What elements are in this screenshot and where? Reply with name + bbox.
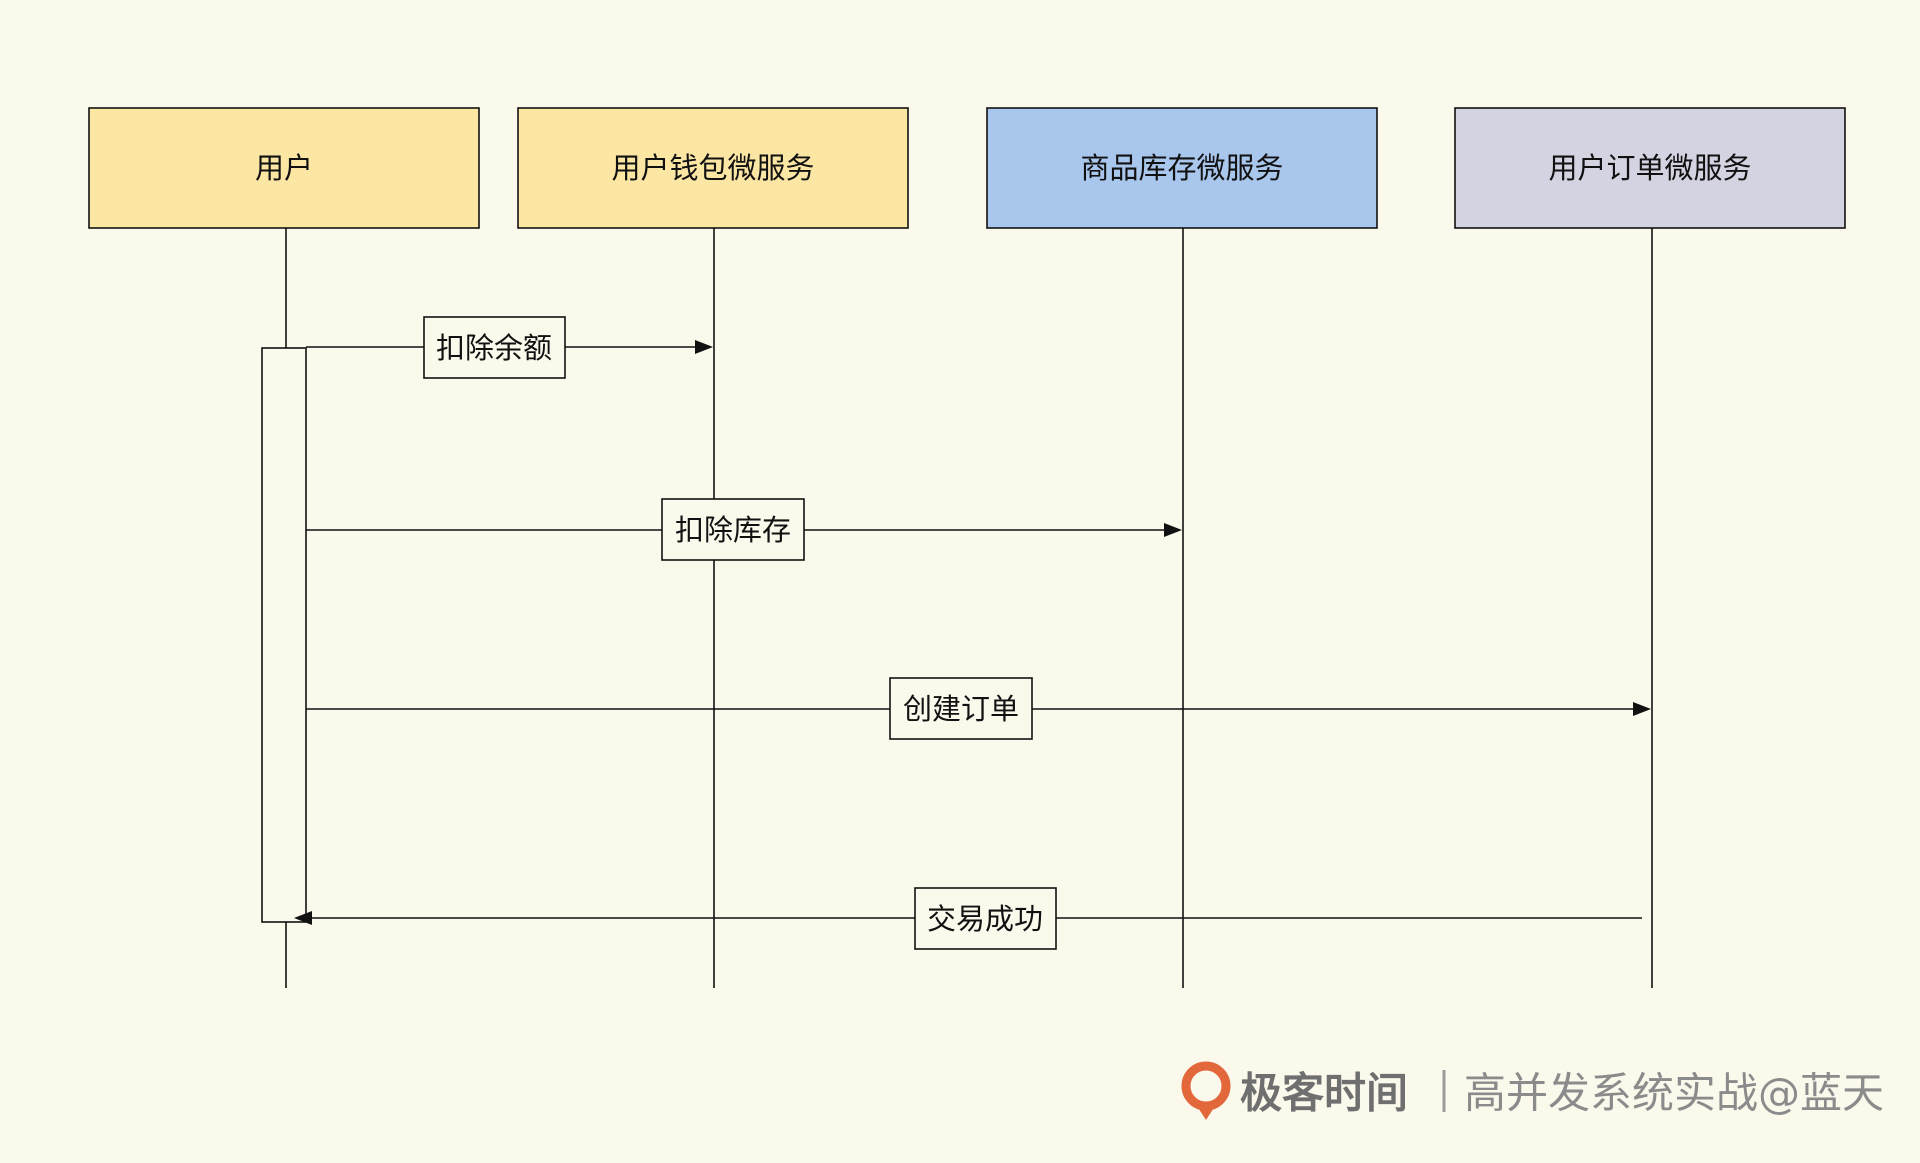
message-deduct-balance-label-box <box>423 316 566 379</box>
message-deduct-inventory-arrowhead <box>1164 523 1182 537</box>
message-transaction-success-arrowhead <box>294 911 312 925</box>
message-create-order-arrowhead <box>1633 702 1651 716</box>
participant-user: 用户 <box>88 107 480 229</box>
participant-order: 用户订单微服务 <box>1454 107 1846 229</box>
message-create-order: 创建订单 <box>306 677 1651 740</box>
message-create-order-label-box <box>889 677 1033 740</box>
message-create-order-label: 创建订单 <box>903 692 1019 726</box>
participant-inventory-label: 商品库存微服务 <box>1080 151 1283 185</box>
watermark-course: 高并发系统实战@蓝天 <box>1464 1069 1884 1118</box>
participant-order-label: 用户订单微服务 <box>1548 151 1751 185</box>
participant-inventory-box <box>986 107 1378 229</box>
lifelines <box>285 228 1653 988</box>
participant-wallet: 用户钱包微服务 <box>517 107 909 229</box>
participant-inventory: 商品库存微服务 <box>986 107 1378 229</box>
participant-user-box <box>88 107 480 229</box>
message-transaction-success-label: 交易成功 <box>927 902 1043 936</box>
activation-bar-user <box>261 347 307 923</box>
geektime-logo-icon <box>1181 1061 1231 1120</box>
message-deduct-inventory-label: 扣除库存 <box>675 513 791 547</box>
watermark-brand: 极客时间 <box>1240 1069 1408 1118</box>
message-deduct-balance: 扣除余额 <box>306 316 713 379</box>
participant-wallet-box <box>517 107 909 229</box>
message-deduct-balance-arrowhead <box>695 340 713 354</box>
participant-wallet-label: 用户钱包微服务 <box>611 151 814 185</box>
message-deduct-balance-label: 扣除余额 <box>436 331 552 365</box>
participant-user-label: 用户 <box>255 151 313 185</box>
message-transaction-success: 交易成功 <box>294 887 1642 950</box>
watermark: 极客时间 高并发系统实战@蓝天 <box>1181 1061 1884 1120</box>
message-deduct-inventory-label-box <box>661 498 805 561</box>
message-transaction-success-label-box <box>914 887 1057 950</box>
participant-order-box <box>1454 107 1846 229</box>
message-deduct-inventory: 扣除库存 <box>306 498 1182 561</box>
